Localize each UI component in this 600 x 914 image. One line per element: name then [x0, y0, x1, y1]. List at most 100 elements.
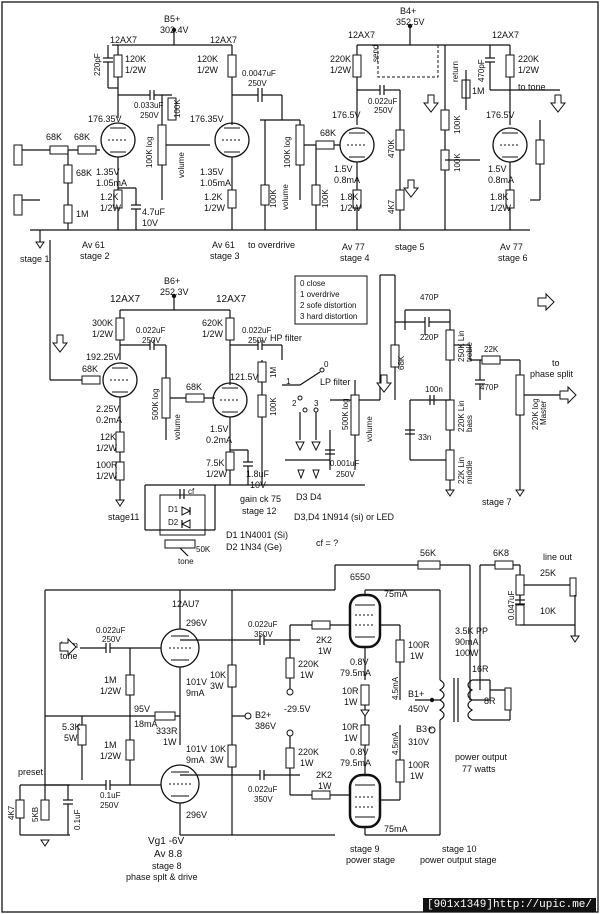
capacitor-label: 0.022uF: [248, 620, 277, 629]
resistor-label: 1.8K: [490, 192, 509, 202]
resistor-label: 25K: [540, 568, 556, 578]
resistor-label: 1W: [344, 697, 358, 707]
resistor-label: 1/2W: [100, 686, 122, 696]
voltage-label: 1.5V: [210, 424, 229, 434]
capacitor-label: 0.033uF: [134, 101, 163, 110]
capacitor-label: 250V: [248, 336, 267, 345]
voltage-label: 296V: [186, 810, 207, 820]
stage-desc: power output stage: [420, 855, 497, 865]
resistor-label: 1/2W: [204, 203, 226, 213]
gain-label: Av 61: [212, 240, 235, 250]
resistor-label: 100K: [173, 99, 182, 118]
pot-label: volume: [173, 414, 182, 440]
resistor-label: 10R: [342, 686, 359, 696]
transformer-label: 100W: [455, 648, 479, 658]
capacitor-label: 0.001uF: [330, 459, 359, 468]
resistor-label: 100K: [321, 189, 330, 208]
image-size-footer: [901x1349]http://upic.me/: [422, 898, 596, 912]
stage-label: stage 2: [80, 251, 110, 261]
resistor-label: 1/2W: [330, 65, 352, 75]
switch-pos-3: 3: [314, 399, 319, 408]
resistor-label: 1.2K: [204, 192, 223, 202]
capacitor-label: 0.1uF: [73, 809, 82, 830]
resistor-label: 5W: [64, 733, 78, 743]
resistor-label: 1/2W: [206, 469, 228, 479]
voltage-label: 1.5V: [334, 164, 353, 174]
cf-question: cf = ?: [316, 538, 338, 548]
capacitor-label: 10V: [142, 218, 158, 228]
resistor-label: 10K: [210, 670, 226, 680]
diodes-label: D3 D4: [296, 492, 322, 502]
resistor-label: 220K: [298, 659, 319, 669]
resistor-label: 1M: [104, 675, 117, 685]
resistor-label: 333R: [156, 726, 178, 736]
resistor-label: 1W: [410, 771, 424, 781]
lp-filter-label: LP filter: [320, 377, 350, 387]
resistor-label: 100R: [408, 640, 430, 650]
current-label: 4.5mA: [391, 676, 400, 700]
pot-label: 500K log: [341, 398, 350, 430]
stage-label: stage 1: [20, 254, 50, 264]
tube-label: 12AX7: [210, 35, 237, 45]
pot-label: 220K log: [531, 398, 540, 430]
voltage-label: 176.5V: [486, 110, 515, 120]
resistor-label: 68K: [46, 132, 62, 142]
pot-label: Master: [539, 400, 548, 425]
tone-label: tone: [178, 557, 194, 566]
capacitor-label: 0.022uF: [242, 326, 271, 335]
capacitor-label: 250V: [102, 635, 121, 644]
pot-label: 100K log: [145, 136, 154, 168]
diode-note: D2 1N34 (Ge): [226, 542, 282, 552]
switch-pos-0: 0: [324, 360, 329, 369]
capacitor-label: 250V: [374, 106, 393, 115]
b2-voltage: 386V: [255, 721, 276, 731]
gain-label: Av 61: [82, 240, 105, 250]
tube-v4b: [160, 764, 200, 804]
resistor-label: 1/2W: [100, 203, 122, 213]
switch-pos-2: 2: [292, 399, 297, 408]
capacitor-label: 0.022uF: [96, 626, 125, 635]
stage-label: stage 9: [350, 844, 380, 854]
capacitor-label: 0.1uF: [100, 791, 121, 800]
stage-label: stage 5: [395, 242, 425, 252]
resistor-label: 68K: [397, 355, 406, 370]
resistor-label: 1/2W: [92, 329, 114, 339]
b2-label: B2+: [255, 710, 271, 720]
resistor-label: 7.5K: [206, 458, 225, 468]
capacitor-label: 0.022uF: [248, 785, 277, 794]
diodes-note: D3,D4 1N914 (si) or LED: [294, 512, 395, 522]
to-overdrive-label: to overdrive: [248, 240, 295, 250]
current-label: 9mA: [186, 755, 205, 765]
voltage-label: 176.35V: [190, 114, 224, 124]
gain-label: Av 77: [500, 242, 523, 252]
resistor-label: 5.3K: [62, 722, 81, 732]
pot-label: volume: [281, 184, 290, 210]
tube-label: 12AX7: [492, 30, 519, 40]
capacitor-label: 1.8uF: [246, 469, 270, 479]
pot-label: 220K Lin: [457, 400, 466, 432]
capacitor-label: 470P: [420, 293, 439, 302]
stage-desc: power stage: [346, 855, 395, 865]
pot-label: volume: [365, 416, 374, 442]
capacitor-label: 33n: [418, 433, 431, 442]
resistor-label: 2K2: [316, 635, 332, 645]
resistor-label: 1W: [410, 651, 424, 661]
resistor-label: 100K: [269, 189, 278, 208]
resistor-label: 12K: [100, 432, 116, 442]
resistor-label: 1.2K: [100, 192, 119, 202]
resistor-label: 1/2W: [125, 65, 147, 75]
tube-label: 12AX7: [110, 294, 140, 305]
current-label: 18mA: [134, 719, 158, 729]
capacitor-label: 0.047uF: [507, 591, 516, 620]
resistor-label: 220K: [330, 54, 351, 64]
resistor-label: 470K: [387, 139, 396, 158]
resistor-label: 1W: [300, 670, 314, 680]
return-label: return: [451, 61, 460, 82]
current-label: 0.2mA: [206, 435, 232, 445]
current-label: 1.05mA: [200, 178, 231, 188]
resistor-label: 1W: [318, 781, 332, 791]
resistor-label: 1.8K: [340, 192, 359, 202]
resistor-label: 1/2W: [96, 471, 118, 481]
capacitor-label: 220P: [420, 333, 439, 342]
current-label: 1.05mA: [96, 178, 127, 188]
